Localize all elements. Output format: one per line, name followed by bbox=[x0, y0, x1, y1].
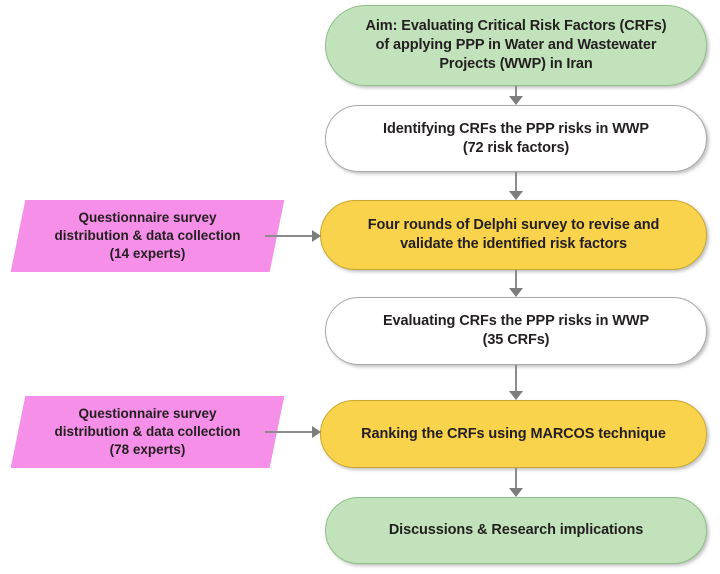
node-aim-label: Aim: Evaluating Critical Risk Factors (C… bbox=[365, 18, 667, 72]
connector-survey78-to-ranking bbox=[265, 426, 321, 438]
node-identify-crfs-label: Identifying CRFs the PPP risks in WWP (7… bbox=[383, 120, 649, 156]
node-discussions-label: Discussions & Research implications bbox=[388, 522, 644, 539]
node-evaluate-crfs: Evaluating CRFs the PPP risks in WWP (35… bbox=[325, 297, 707, 365]
node-ranking-crfs: Ranking the CRFs using MARCOS technique bbox=[320, 400, 707, 468]
node-delphi-survey-label: Four rounds of Delphi survey to revise a… bbox=[367, 217, 660, 252]
connector-identify-to-delphi bbox=[509, 172, 523, 200]
input-questionnaire-survey-14-experts: Questionnaire survey distribution & data… bbox=[10, 200, 285, 272]
node-evaluate-crfs-label: Evaluating CRFs the PPP risks in WWP (35… bbox=[382, 313, 650, 348]
node-identify-crfs: Identifying CRFs the PPP risks in WWP (7… bbox=[325, 105, 707, 172]
node-discussions: Discussions & Research implications bbox=[325, 497, 707, 564]
input-questionnaire-survey-78-experts: Questionnaire survey distribution & data… bbox=[10, 396, 285, 468]
input-questionnaire-survey-14-experts-label: Questionnaire survey distribution & data… bbox=[54, 210, 241, 261]
node-aim: Aim: Evaluating Critical Risk Factors (C… bbox=[325, 5, 707, 86]
node-ranking-crfs-label: Ranking the CRFs using MARCOS technique bbox=[361, 425, 666, 442]
connector-delphi-to-evaluate bbox=[509, 270, 523, 297]
node-delphi-survey: Four rounds of Delphi survey to revise a… bbox=[320, 200, 707, 270]
input-questionnaire-survey-78-experts-label: Questionnaire survey distribution & data… bbox=[54, 406, 241, 457]
connector-survey14-to-delphi bbox=[265, 230, 321, 242]
connector-evaluate-to-ranking bbox=[509, 365, 523, 400]
connector-ranking-to-discussion bbox=[509, 468, 523, 497]
connector-aim-to-identify bbox=[509, 86, 523, 105]
